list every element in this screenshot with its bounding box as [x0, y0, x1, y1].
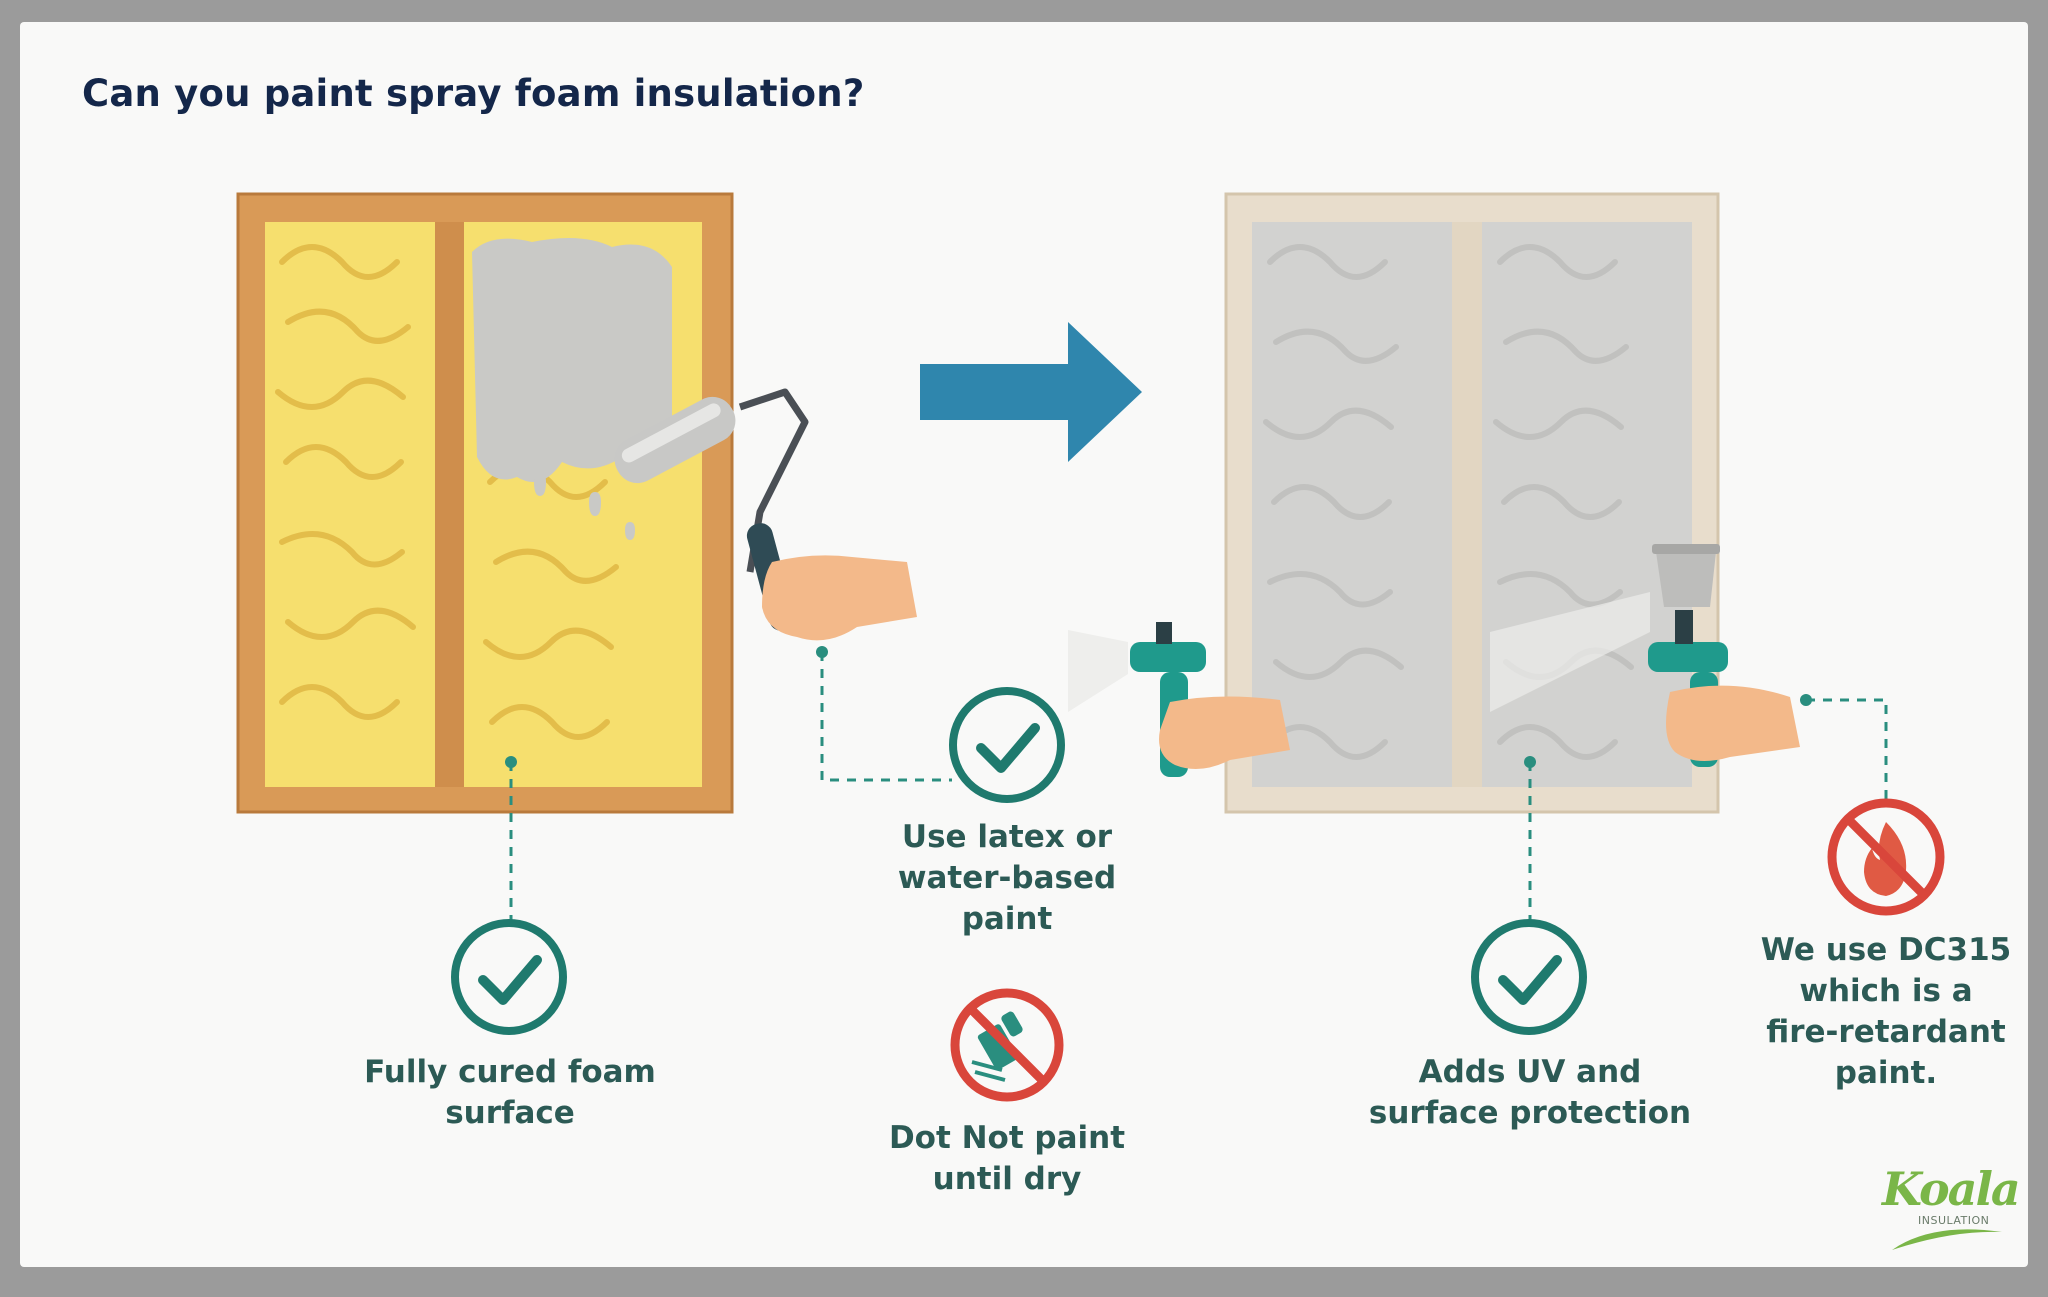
right-arrow-icon — [920, 322, 1142, 462]
no-fire-icon — [1827, 798, 1945, 916]
illustration — [236, 192, 1945, 1102]
infographic-card: Can you paint spray foam insulation? Ful… — [20, 22, 2028, 1267]
spray-gun-icon — [1068, 622, 1290, 777]
caption-cured-foam: Fully cured foam surface — [364, 1054, 656, 1131]
leaf-icon — [1892, 1229, 2002, 1250]
logo-wordmark: Koala — [1882, 1162, 2021, 1216]
caption-dc315: We use DC315 which is a fire-retardant p… — [1760, 932, 2012, 1091]
spray-gun-icon — [1490, 544, 1800, 767]
company-logo: Koala INSULATION — [1882, 1162, 2021, 1257]
check-icon — [949, 687, 1065, 803]
caption-do-not-paint: Dot Not paint until dry — [888, 1120, 1126, 1197]
no-wet-paint-icon — [950, 988, 1064, 1102]
logo-subtitle: INSULATION — [1918, 1214, 1990, 1227]
page-title: Can you paint spray foam insulation? — [82, 72, 865, 115]
caption-latex-paint: Use latex or water-based paint — [897, 819, 1117, 937]
check-icon — [451, 919, 567, 1035]
caption-uv-protection: Adds UV and surface protection — [1368, 1054, 1692, 1131]
unpainted-wall — [236, 192, 734, 814]
paint-roller-icon — [614, 388, 917, 641]
painted-wall — [1224, 192, 1720, 814]
check-icon — [1471, 919, 1587, 1035]
